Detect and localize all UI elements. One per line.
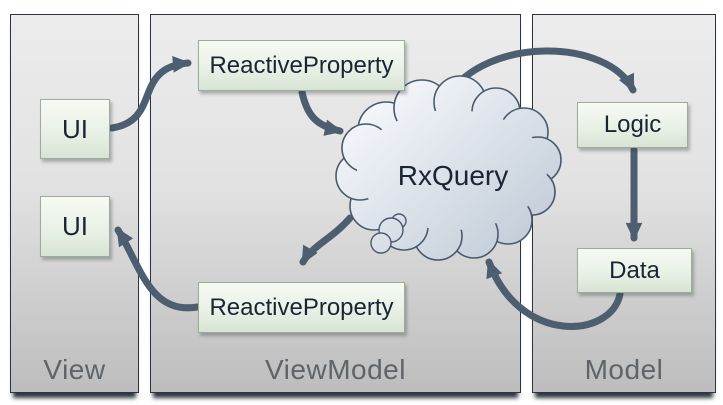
node-ui-top-label: UI (62, 113, 88, 144)
node-reactiveproperty-bottom: ReactiveProperty (198, 282, 405, 333)
node-data: Data (577, 248, 692, 293)
node-ui-top: UI (40, 99, 110, 159)
node-data-label: Data (609, 256, 660, 284)
node-logic-label: Logic (603, 111, 662, 138)
panel-model: Model (532, 14, 716, 393)
node-reactiveproperty-top-label: ReactiveProperty (209, 51, 394, 79)
panel-view-label: View (43, 354, 106, 385)
node-logic: Logic (577, 102, 688, 148)
panel-viewmodel-label: ViewModel (265, 354, 406, 385)
node-reactiveproperty-top: ReactiveProperty (198, 40, 405, 91)
panel-model-label: Model (584, 354, 664, 385)
rxquery-cloud-label: RxQuery (397, 160, 509, 191)
node-reactiveproperty-bottom-label: ReactiveProperty (209, 293, 394, 321)
node-ui-bottom-label: UI (62, 211, 88, 241)
node-ui-bottom: UI (40, 196, 110, 257)
